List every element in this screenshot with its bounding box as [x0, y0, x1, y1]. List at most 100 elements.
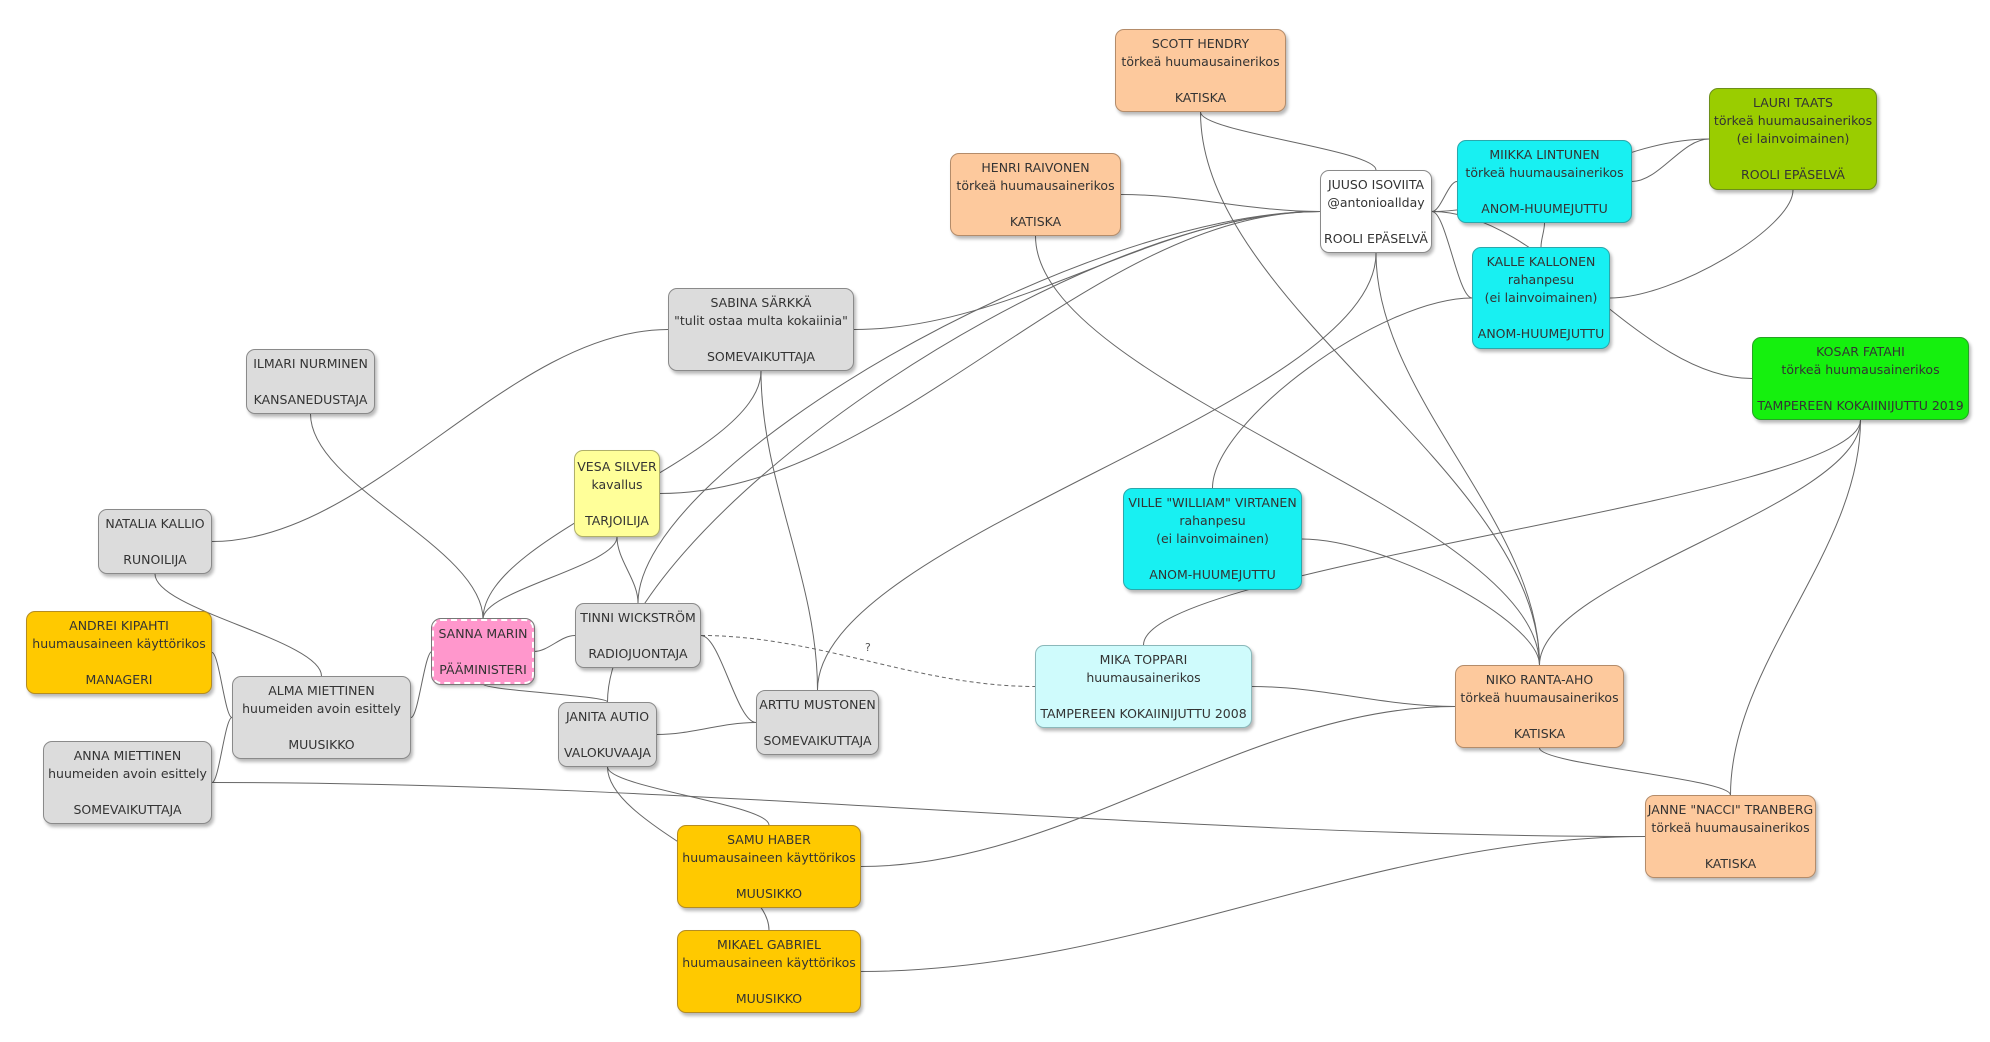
node-text-line: MIKAEL GABRIEL — [717, 936, 821, 952]
edge-anna-janne — [211, 782, 1646, 837]
edge-janita-arttu — [656, 722, 757, 735]
node-text-line: PÄÄMINISTERI — [439, 661, 527, 677]
edge-tinni-mika — [700, 635, 1036, 687]
node-tinni-wickstrom[interactable]: TINNI WICKSTRÖM RADIOJUONTAJA — [575, 603, 701, 668]
edge-anna-alma — [211, 717, 233, 783]
node-text-line: MUUSIKKO — [735, 990, 803, 1006]
node-text-line: JUUSO ISOVIITA — [1327, 176, 1425, 192]
node-text-line: ANNA MIETTINEN — [73, 747, 182, 763]
node-text-line: törkeä huumausainerikos — [1121, 53, 1280, 69]
node-janita-autio[interactable]: JANITA AUTIO VALOKUVAAJA — [558, 702, 657, 767]
node-text-line: huumausaineen käyttörikos — [682, 849, 856, 865]
node-text-line: JANITA AUTIO — [565, 708, 650, 724]
edge-mikael-janne — [860, 836, 1646, 972]
edge-henri-juuso — [1120, 194, 1321, 212]
edge-kalle-lauri — [1609, 189, 1794, 299]
node-text-line: HENRI RAIVONEN — [981, 159, 1090, 175]
edge-juuso-niko — [1375, 252, 1540, 666]
node-text-line: ANDREI KIPAHTI — [69, 617, 169, 633]
node-text-line: (ei lainvoimainen) — [1736, 131, 1850, 146]
node-text-line: ANOM-HUUMEJUTTU — [1481, 200, 1608, 216]
edge-natalia-sabina — [211, 329, 669, 542]
edge-kosar-janne — [1730, 419, 1861, 796]
node-text-line: VILLE "WILLIAM" VIRTANEN — [1128, 495, 1297, 510]
edge-juuso-miikka — [1431, 181, 1458, 212]
node-text-line: törkeä huumausainerikos — [956, 177, 1115, 193]
edge-niko-janne — [1539, 747, 1731, 796]
node-text-line: VALOKUVAAJA — [564, 744, 651, 760]
node-text-line: törkeä huumausainerikos — [1781, 361, 1940, 377]
edge-vesa-tinni — [616, 536, 639, 604]
node-text-line: ALMA MIETTINEN — [268, 682, 375, 698]
node-text-line: (ei lainvoimainen) — [1484, 290, 1598, 305]
node-text-line: MUUSIKKO — [735, 885, 803, 901]
node-text-line: SOMEVAIKUTTAJA — [763, 732, 872, 748]
node-ilmari-nurminen[interactable]: ILMARI NURMINEN KANSANEDUSTAJA — [246, 349, 375, 414]
edge-sabina-arttu — [760, 370, 818, 691]
node-text-line: TARJOILIJA — [585, 512, 649, 528]
node-text-line: MIKA TOPPARI — [1099, 651, 1188, 667]
node-text-line: törkeä huumausainerikos — [1713, 113, 1873, 128]
node-text-line: RUNOILIJA — [123, 551, 187, 567]
edge-sanna-tinni — [533, 635, 576, 652]
node-text-line: NIKO RANTA-AHO — [1485, 671, 1594, 687]
edge-miikka-kalle — [1540, 222, 1545, 248]
edge-kalle-ville — [1212, 297, 1473, 489]
edge-ville-niko — [1301, 538, 1540, 666]
node-lauri-taats[interactable]: LAURI TAATS törkeä huumausainerikos (ei la… — [1709, 88, 1877, 190]
node-text-line: huumausainerikos — [1086, 669, 1201, 685]
node-text-line: RADIOJUONTAJA — [588, 645, 688, 661]
node-text-line: rahanpesu — [1507, 272, 1575, 287]
edge-juuso-arttu — [817, 252, 1377, 691]
edge-kosar-niko — [1539, 419, 1861, 666]
node-text-line: @antonioallday — [1327, 194, 1425, 210]
node-text-line: SOMEVAIKUTTAJA — [706, 348, 816, 364]
node-text-line: "tulit ostaa multa kokaiinia" — [674, 312, 848, 328]
node-text-line: LAURI TAATS — [1752, 95, 1833, 110]
edge-kosar-mika — [1143, 419, 1861, 646]
edge-sanna-janita — [482, 683, 608, 703]
edge-janita-samu — [607, 766, 770, 826]
node-text-line: VESA SILVER — [577, 458, 657, 474]
edge-sanna-vesa — [482, 536, 618, 620]
node-sabina-sarkka[interactable]: SABINA SÄRKKÄ "tulit ostaa multa kokaiini… — [668, 288, 854, 371]
node-sanna-marin[interactable]: SANNA MARIN PÄÄMINISTERI — [431, 618, 535, 685]
node-text-line: SABINA SÄRKKÄ — [710, 294, 812, 310]
node-text-line: KOSAR FATAHI — [1816, 343, 1905, 359]
node-text-line: (ei lainvoimainen) — [1156, 531, 1269, 546]
edge-scott-niko — [1200, 111, 1540, 666]
node-text-line: ROOLI EPÄSELVÄ — [1324, 230, 1428, 246]
node-text-line: huumausaineen käyttörikos — [682, 954, 856, 970]
node-text-line: huumeiden avoin esittely — [48, 765, 207, 781]
node-text-line: TAMPEREEN KOKAIINIJUTTU 2019 — [1757, 397, 1964, 413]
node-text-line: TINNI WICKSTRÖM — [580, 609, 696, 625]
edge-vesa-juuso — [659, 211, 1321, 494]
node-text-line: kavallus — [591, 476, 643, 492]
node-text-line: rahanpesu — [1179, 513, 1246, 528]
edge-juuso-kalle — [1431, 211, 1473, 299]
node-text-line: ILMARI NURMINEN — [253, 355, 368, 371]
node-text-line: KANSANEDUSTAJA — [253, 391, 368, 407]
node-text-line: ANOM-HUUMEJUTTU — [1149, 567, 1276, 582]
edge-sanna-ilmari — [310, 413, 484, 620]
node-text-line: MIIKKA LINTUNEN — [1489, 146, 1600, 162]
node-ville-virtanen[interactable]: VILLE "WILLIAM" VIRTANEN rahanpesu (ei lai… — [1123, 488, 1302, 590]
node-text-line: SANNA MARIN — [438, 625, 528, 641]
